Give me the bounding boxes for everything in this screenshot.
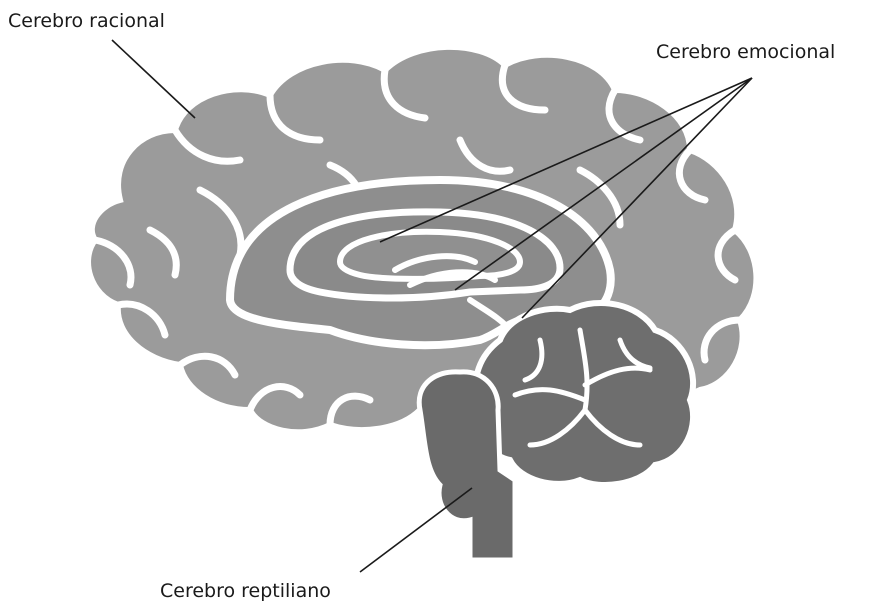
label-cerebro-emocional: Cerebro emocional [656,43,835,62]
leader-line-rational [112,40,195,118]
label-cerebro-reptiliano: Cerebro reptiliano [160,582,331,601]
cerebellum [476,303,693,485]
leader-line-reptilian [360,488,472,572]
label-cerebro-racional: Cerebro racional [8,12,165,31]
